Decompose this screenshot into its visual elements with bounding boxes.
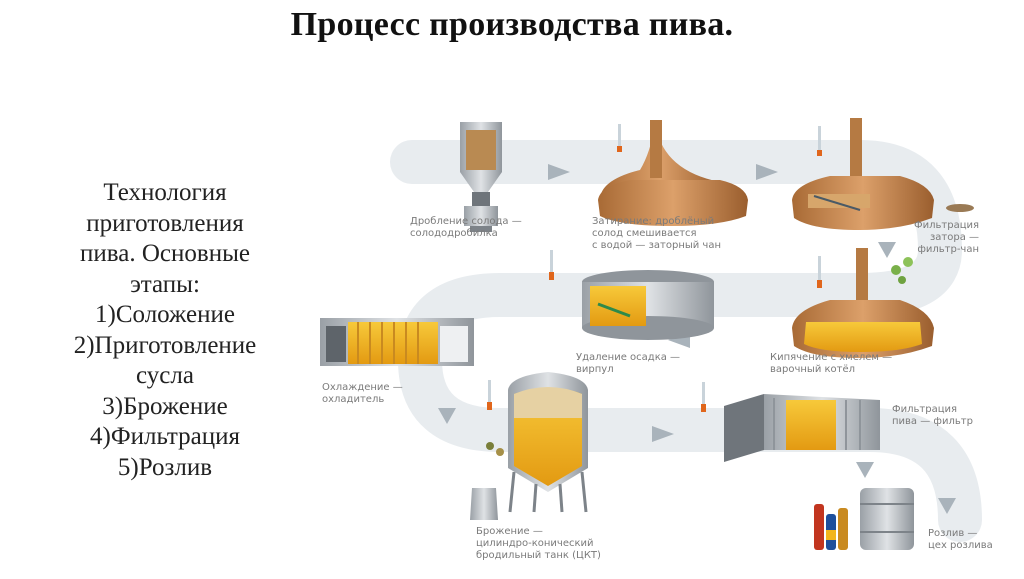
- caption-line: охладитель: [322, 394, 385, 405]
- process-diagram: Дробление солода — солододробилка Затира…: [300, 100, 1024, 574]
- caption-line: фильтр-чан: [917, 244, 980, 255]
- malt-mill-illustration: [460, 122, 502, 232]
- intro-text: Технология приготовления пива. Основные …: [20, 178, 310, 483]
- mash-tun-illustration: [598, 120, 748, 226]
- bottling-illustration: [814, 488, 914, 550]
- intro-line: пива. Основные: [80, 240, 250, 267]
- caption-line: бродильный танк (ЦКТ): [476, 550, 601, 561]
- step-caption-bottling: Розлив — цех розлива: [928, 528, 993, 552]
- caption-line: солод смешивается: [592, 228, 697, 239]
- caption-line: Охлаждение —: [322, 382, 403, 393]
- flow-path: [390, 140, 982, 542]
- step-caption-lautering: Фильтрация затора — фильтр-чан: [914, 220, 979, 256]
- whirlpool-illustration: [549, 250, 714, 340]
- caption-line: Фильтрация: [914, 220, 980, 231]
- caption-line: Затирание: дроблёный: [592, 216, 715, 227]
- wort-cooler-illustration: [320, 318, 474, 366]
- step-caption-mashing: Затирание: дроблёный солод смешивается с…: [592, 216, 721, 252]
- fermentation-tank-illustration: [470, 372, 588, 520]
- stage-item: 1)Соложение: [95, 301, 235, 328]
- caption-line: Брожение —: [476, 526, 543, 537]
- intro-line: этапы:: [130, 270, 200, 298]
- diagram-artwork: [320, 118, 982, 550]
- step-caption-boiling: Кипячение с хмелем — варочный котёл: [770, 352, 892, 376]
- caption-line: с водой — заторный чан: [592, 240, 721, 251]
- brew-kettle-illustration: [792, 248, 934, 358]
- caption-line: Удаление осадка —: [576, 352, 681, 363]
- caption-line: солододробилка: [410, 228, 498, 239]
- stage-item: 2)Приготовление: [73, 331, 257, 359]
- caption-line: пива — фильтр: [892, 416, 973, 427]
- caption-line: цилиндро-конический: [476, 538, 594, 549]
- step-caption-milling: Дробление солода — солододробилка: [410, 216, 522, 240]
- intro-line: Технология: [103, 179, 227, 206]
- page-title: Процесс производства пива.: [290, 6, 734, 43]
- step-caption-cooling: Охлаждение — охладитель: [322, 382, 403, 406]
- caption-line: Розлив —: [928, 528, 978, 539]
- stage-item: 5)Розлив: [117, 453, 213, 481]
- caption-line: вирпул: [576, 364, 614, 375]
- step-caption-whirlpool: Удаление осадка — вирпул: [576, 352, 680, 376]
- step-caption-fermentation: Брожение — цилиндро-конический бродильны…: [476, 526, 601, 562]
- caption-line: Фильтрация: [892, 404, 958, 415]
- caption-line: затора —: [929, 232, 980, 243]
- caption-line: цех розлива: [928, 540, 993, 551]
- lauter-tun-illustration: [792, 118, 974, 230]
- step-caption-filtration: Фильтрация пива — фильтр: [892, 404, 973, 428]
- intro-line: приготовления: [86, 209, 244, 237]
- stage-item: 3)Брожение: [102, 392, 228, 420]
- stage-item: сусла: [136, 362, 194, 389]
- caption-line: Кипячение с хмелем —: [770, 352, 893, 363]
- stage-item: 4)Фильтрация: [90, 423, 240, 450]
- caption-line: варочный котёл: [770, 364, 856, 375]
- beer-filter-illustration: [701, 382, 880, 462]
- caption-line: Дробление солода —: [410, 216, 522, 227]
